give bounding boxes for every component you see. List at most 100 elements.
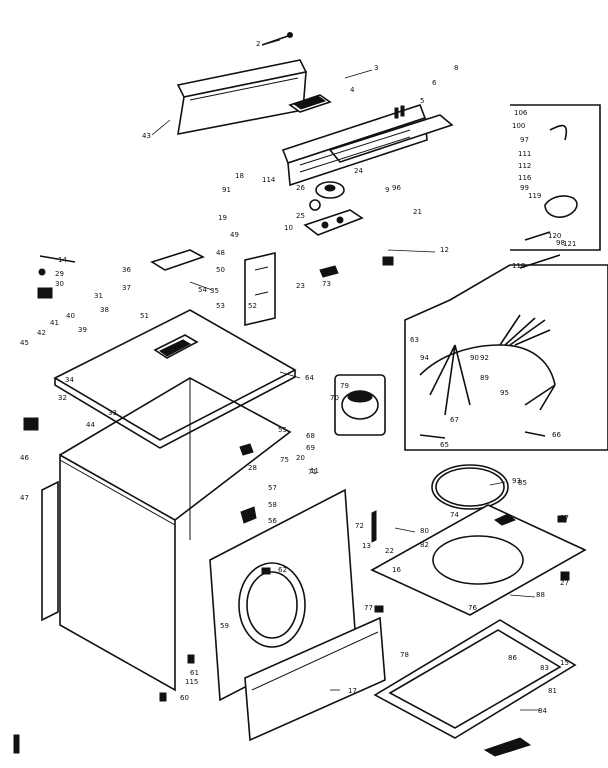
callout-29: 29 <box>55 270 64 278</box>
callout-59: 59 <box>220 622 229 630</box>
base-tray <box>373 619 577 757</box>
callout-54: 54 <box>198 286 207 294</box>
motor-pump <box>334 374 386 436</box>
callout-46: 46 <box>20 454 29 462</box>
callout-118: 118 <box>512 262 525 270</box>
callout-28: 28 <box>248 464 257 472</box>
callout-87: 87 <box>560 514 569 522</box>
callout-27: 27 <box>560 579 569 587</box>
callout-51: 51 <box>140 312 149 320</box>
callout-121: 121 <box>563 240 576 248</box>
lid-switch-bracket <box>150 249 276 327</box>
callout-20: 20 <box>296 454 305 462</box>
callout-84: 84 <box>538 707 547 715</box>
callout-93: 93 <box>512 477 521 485</box>
callout-26: 26 <box>296 184 305 192</box>
callout-34: 34 <box>65 376 74 384</box>
callout-60: 60 <box>180 694 189 702</box>
callout-55: 55 <box>278 426 287 434</box>
callout-32: 32 <box>58 394 67 402</box>
callout-65: 65 <box>440 441 449 449</box>
callout-12: 12 <box>440 246 449 254</box>
callout-8: 8 <box>454 64 458 72</box>
callout-89: 89 <box>480 374 489 382</box>
callout-64: 64 <box>305 374 314 382</box>
callout-112: 112 <box>518 162 531 170</box>
callout-72: 72 <box>355 522 364 530</box>
callout-56: 56 <box>268 517 277 525</box>
callout-6: 6 <box>432 79 437 87</box>
callout-115: 115 <box>185 678 198 686</box>
callout-4: 4 <box>350 86 355 94</box>
small-hardware <box>13 255 570 754</box>
callout-97: 97 <box>520 136 529 144</box>
callout-labels: 2 3 4 5 6 8 9 10 11 12 13 14 15 16 17 18… <box>20 40 576 715</box>
callout-82: 82 <box>420 541 429 549</box>
callout-5: 5 <box>420 97 424 105</box>
callout-67: 67 <box>450 416 459 424</box>
callout-11: 11 <box>310 467 319 475</box>
callout-22: 22 <box>385 547 394 555</box>
callout-74: 74 <box>450 511 459 519</box>
backsplash-panel <box>176 59 308 136</box>
callout-100: 100 <box>512 122 525 130</box>
callout-78: 78 <box>400 651 409 659</box>
callout-39: 39 <box>78 326 87 334</box>
callout-21: 21 <box>413 208 422 216</box>
timer-assembly <box>303 181 364 236</box>
control-knob-cover <box>288 94 332 113</box>
callout-19: 19 <box>218 214 227 222</box>
callout-92: 92 <box>480 354 489 362</box>
callout-3: 3 <box>374 64 378 72</box>
callout-48: 48 <box>216 249 225 257</box>
callout-83: 83 <box>540 664 549 672</box>
callout-114: 114 <box>262 176 276 184</box>
callout-42: 42 <box>37 329 46 337</box>
wiring-harness-inset <box>404 264 608 451</box>
callout-49: 49 <box>230 231 239 239</box>
console-control-panel <box>281 104 454 187</box>
callout-24: 24 <box>354 167 363 175</box>
callout-95: 95 <box>500 389 509 397</box>
callout-88: 88 <box>536 591 545 599</box>
callout-9: 9 <box>385 186 389 194</box>
callout-13: 13 <box>362 542 371 550</box>
callout-99: 99 <box>520 184 529 192</box>
top-plate <box>370 504 587 616</box>
callout-47: 47 <box>20 494 29 502</box>
hose-inset <box>510 104 601 269</box>
callout-96: 96 <box>392 184 401 192</box>
callout-90: 90 <box>470 354 479 362</box>
callout-98: 98 <box>556 239 565 247</box>
callout-52: 52 <box>248 302 257 310</box>
callout-81: 81 <box>548 687 557 695</box>
callout-35: 35 <box>210 287 219 295</box>
callout-119: 119 <box>528 192 541 200</box>
callout-116: 116 <box>518 174 532 182</box>
callout-120: 120 <box>548 232 561 240</box>
callout-73: 73 <box>322 280 331 288</box>
callout-106: 106 <box>514 109 528 117</box>
callout-38: 38 <box>100 306 109 314</box>
callout-44: 44 <box>86 421 95 429</box>
callout-30: 30 <box>55 280 64 288</box>
callout-50: 50 <box>216 266 225 274</box>
callout-53: 53 <box>216 302 225 310</box>
callout-36: 36 <box>122 266 131 274</box>
callout-15: 15 <box>560 659 569 667</box>
callout-61: 61 <box>190 669 199 677</box>
callout-58: 58 <box>268 501 277 509</box>
top-cover <box>53 309 297 449</box>
callout-23: 23 <box>296 282 305 290</box>
cabinet <box>59 377 292 692</box>
screw-top <box>261 32 293 46</box>
callout-16: 16 <box>392 566 401 574</box>
callout-14: 14 <box>58 256 67 264</box>
callout-18: 18 <box>235 172 244 180</box>
callout-85: 85 <box>518 479 527 487</box>
callout-91: 91 <box>222 186 231 194</box>
callout-41: 41 <box>50 319 59 327</box>
callout-33: 33 <box>108 409 117 417</box>
callout-62: 62 <box>278 566 287 574</box>
callout-63: 63 <box>410 336 419 344</box>
